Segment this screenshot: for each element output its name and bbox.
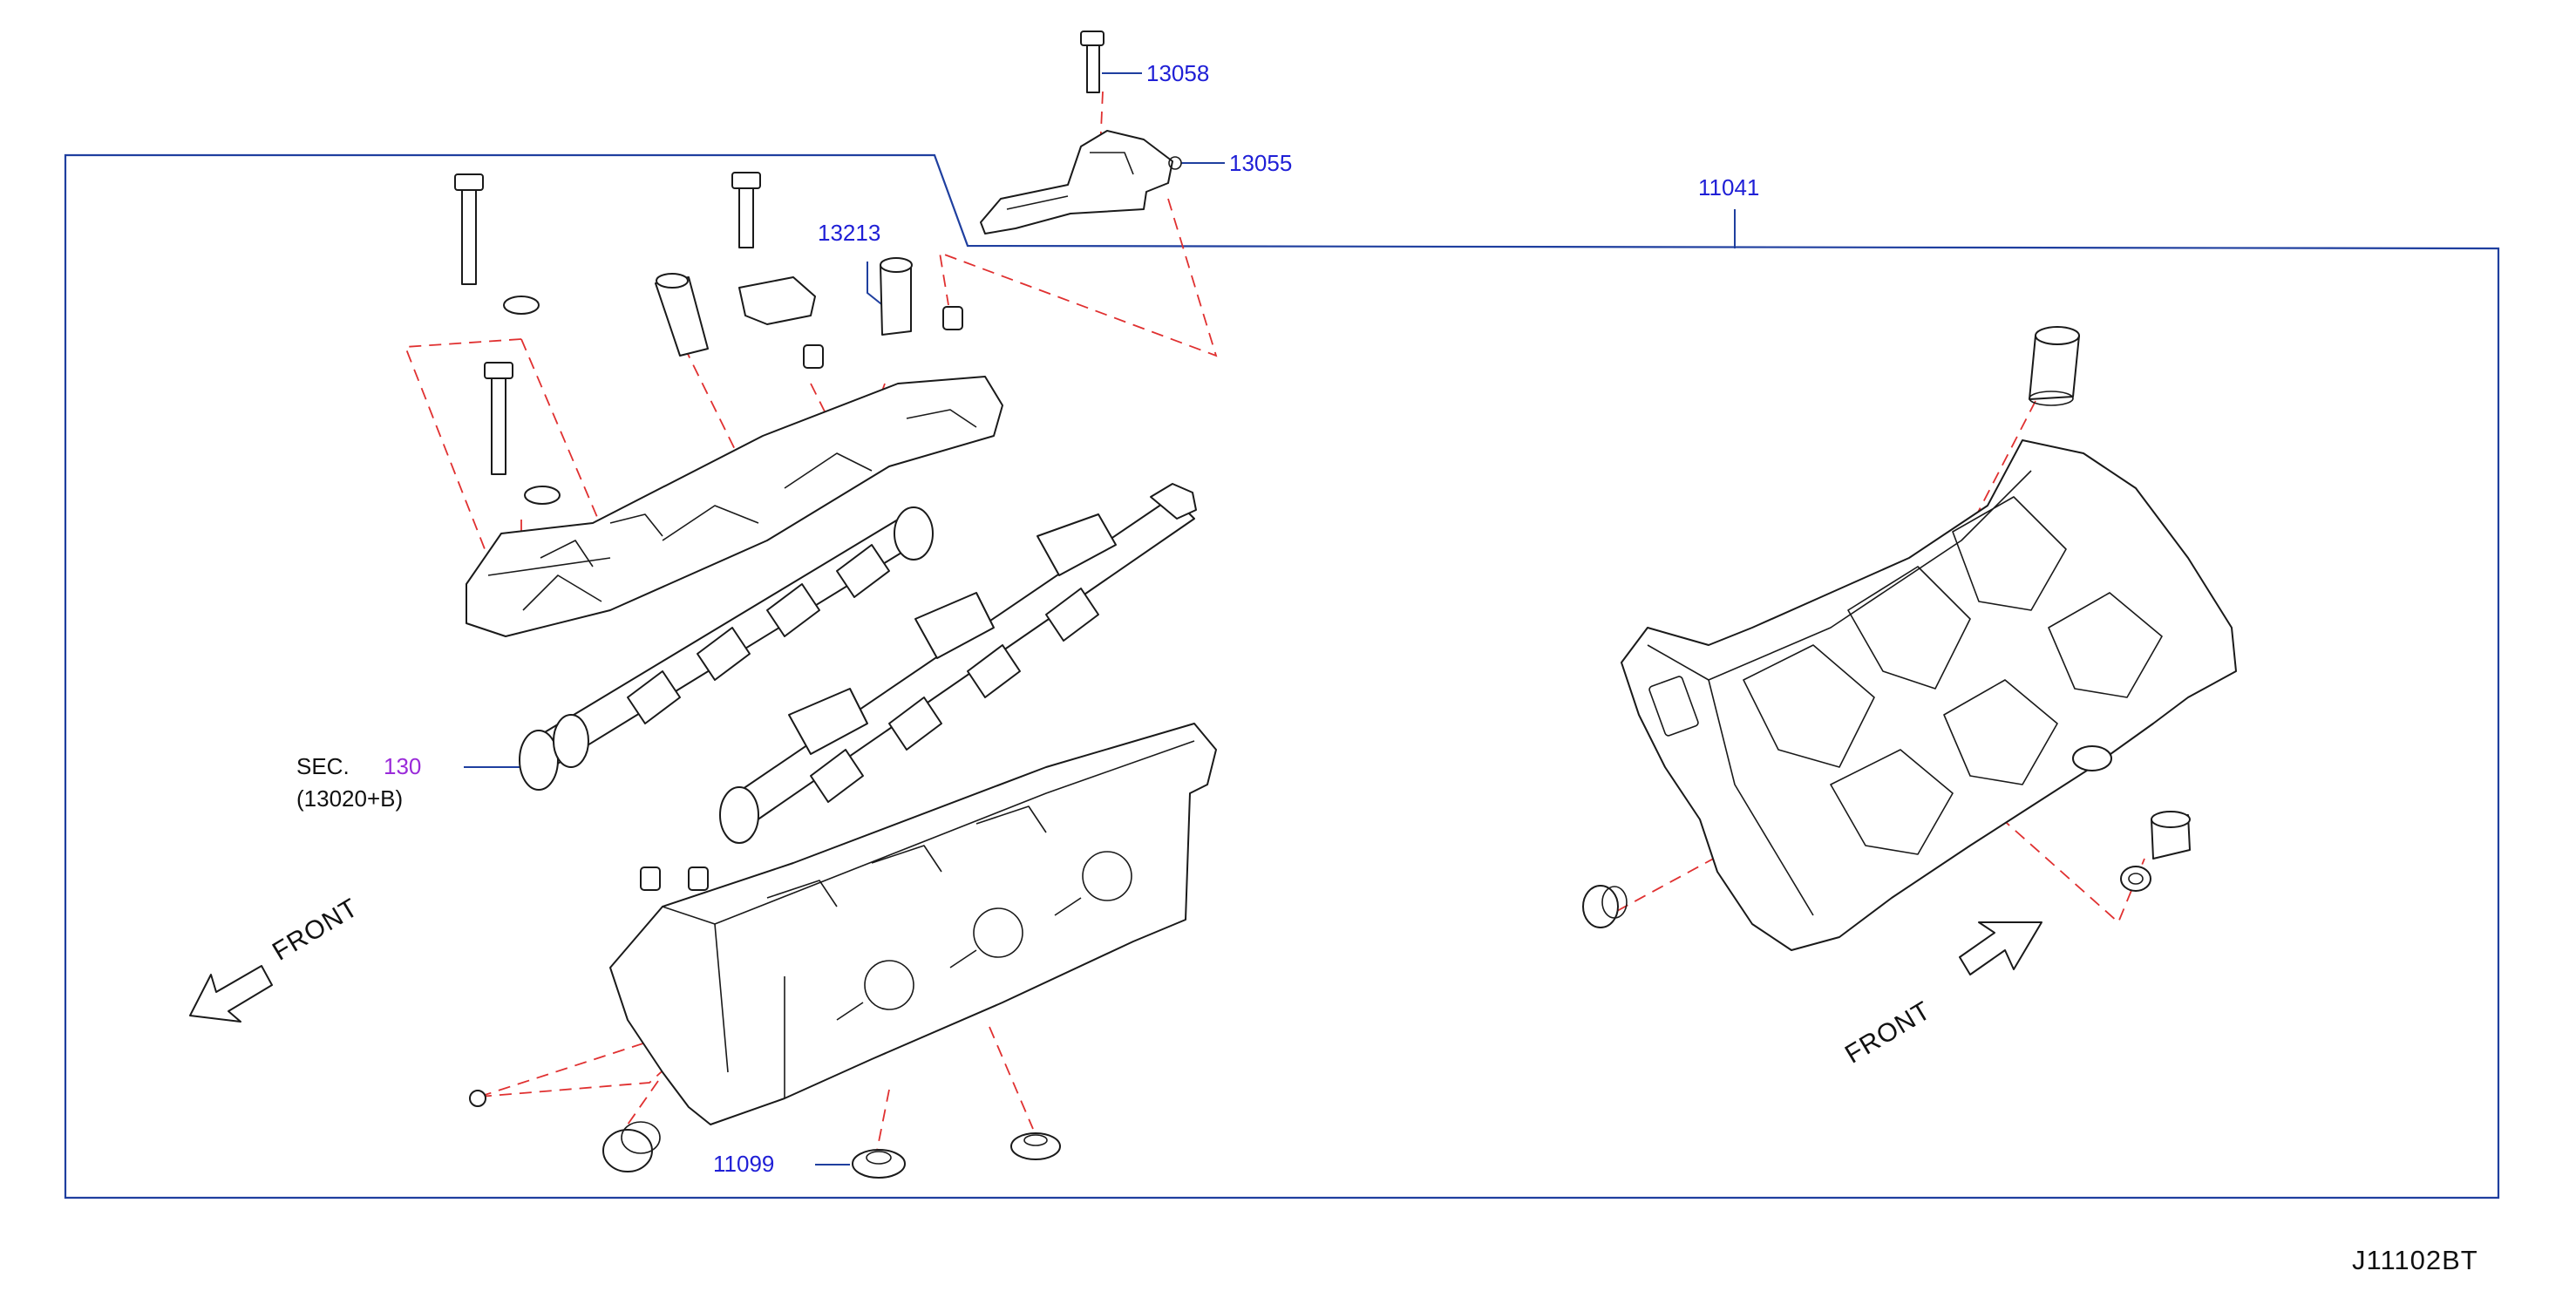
dowel-13213 bbox=[880, 257, 913, 336]
callout-11041[interactable]: 11041 bbox=[1698, 174, 1760, 200]
callout-leaders bbox=[464, 72, 1736, 1165]
camshaft-right bbox=[719, 483, 1197, 844]
seal-ring-right bbox=[1582, 885, 1628, 928]
front-arrow-right-icon bbox=[1959, 921, 2042, 975]
left-dowel bbox=[655, 273, 709, 357]
callout-13055[interactable]: 13055 bbox=[1229, 150, 1293, 176]
cylinder-head-left bbox=[469, 723, 1217, 1125]
seal-rings-left bbox=[602, 1121, 1061, 1179]
diagram-code: J11102BT bbox=[2352, 1245, 2478, 1275]
callout-11099[interactable]: 11099 bbox=[713, 1151, 775, 1177]
bracket-13055 bbox=[980, 130, 1182, 234]
cylinder-head-right bbox=[1621, 439, 2237, 951]
plug-right bbox=[2120, 811, 2191, 892]
cam-cap-small bbox=[738, 276, 963, 369]
callout-13058[interactable]: 13058 bbox=[1146, 60, 1210, 86]
left-bolts bbox=[454, 172, 761, 505]
section-ref-prefix: SEC. bbox=[296, 753, 350, 779]
assembly-frame bbox=[64, 153, 2500, 1199]
dowel-right bbox=[2029, 326, 2080, 406]
cam-bracket-left bbox=[466, 376, 1003, 637]
camshaft-left bbox=[519, 506, 934, 791]
callout-13213[interactable]: 13213 bbox=[818, 220, 881, 246]
section-ref-link[interactable]: 130 bbox=[384, 753, 422, 779]
bolt-13058 bbox=[1080, 31, 1104, 93]
front-arrow-left-icon bbox=[189, 965, 273, 1023]
section-ref-subassembly: (13020+B) bbox=[296, 785, 404, 812]
